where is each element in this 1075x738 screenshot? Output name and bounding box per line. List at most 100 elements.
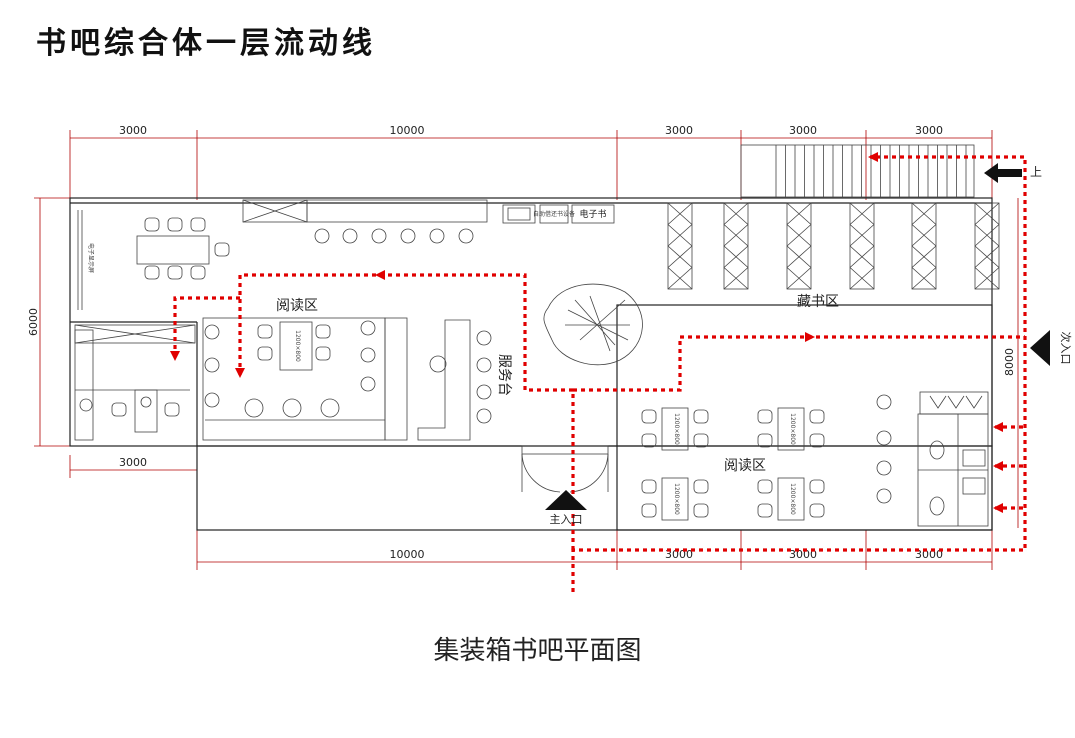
stool xyxy=(476,384,492,400)
device-panel: 自助借还书设备 电子书 xyxy=(502,204,615,224)
chair xyxy=(190,217,206,232)
chair xyxy=(315,346,331,361)
chair xyxy=(693,503,709,518)
stool xyxy=(876,488,892,504)
bottom-dimension-line: 10000 3000 3000 3000 xyxy=(196,530,993,570)
chair xyxy=(757,409,773,424)
bookshelf-group xyxy=(667,202,1000,290)
stool xyxy=(400,228,416,244)
building-walls xyxy=(69,197,993,531)
chair xyxy=(757,503,773,518)
dim-bottom-1: 10000 xyxy=(390,548,425,561)
zone-label-reading-right: 阅读区 xyxy=(724,457,766,474)
stool xyxy=(429,228,445,244)
bookshelf xyxy=(849,202,875,290)
meeting-table xyxy=(136,235,210,265)
stool xyxy=(342,228,358,244)
plan-caption: 集装箱书吧平面图 xyxy=(433,636,642,666)
chair xyxy=(144,217,160,232)
staircase xyxy=(740,144,975,198)
chair xyxy=(693,433,709,448)
chair xyxy=(214,242,230,257)
counter-units xyxy=(74,199,488,344)
side-entrance-label: 次入口 xyxy=(1059,332,1073,365)
basin xyxy=(140,396,152,408)
table xyxy=(279,321,313,371)
stool xyxy=(876,394,892,410)
bookshelf xyxy=(974,202,1000,290)
chair xyxy=(693,479,709,494)
table xyxy=(777,477,805,521)
dim-top-4: 3000 xyxy=(789,124,817,137)
main-entrance-label: 主入口 xyxy=(550,513,583,526)
up-label: 上 xyxy=(1030,165,1042,179)
chair xyxy=(167,217,183,232)
planter-box xyxy=(919,391,989,415)
chair xyxy=(693,409,709,424)
stool xyxy=(204,357,220,373)
chair xyxy=(164,402,180,417)
main-entrance-doors xyxy=(521,445,609,493)
chair xyxy=(757,433,773,448)
mid-left-dimension: 3000 xyxy=(69,455,198,478)
chair xyxy=(641,479,657,494)
circulation-flow xyxy=(170,152,1027,592)
stool xyxy=(244,398,264,418)
chair xyxy=(167,265,183,280)
stool xyxy=(371,228,387,244)
table-size-label: 1200×800 xyxy=(294,330,301,362)
main-entrance-marker: 主入口 xyxy=(545,490,587,526)
book-island xyxy=(543,283,643,366)
dim-top-1: 3000 xyxy=(119,124,147,137)
wall-screen-label: 电子显示屏 xyxy=(87,243,95,273)
stool xyxy=(360,320,376,336)
chair xyxy=(809,409,825,424)
chair xyxy=(111,402,127,417)
bookshelf xyxy=(667,202,693,290)
chair xyxy=(809,433,825,448)
stool xyxy=(360,376,376,392)
bookshelf xyxy=(723,202,749,290)
chair xyxy=(190,265,206,280)
table xyxy=(661,477,689,521)
dim-top-3: 3000 xyxy=(665,124,693,137)
stool xyxy=(476,330,492,346)
table xyxy=(777,407,805,451)
stool xyxy=(476,408,492,424)
restroom-area xyxy=(917,413,989,527)
up-arrow-marker: 上 xyxy=(984,163,1042,183)
right-dimension-line: 8000 xyxy=(1003,198,1019,528)
dim-right-height: 8000 xyxy=(1003,348,1016,376)
dim-top-2: 10000 xyxy=(390,124,425,137)
chair xyxy=(257,324,273,339)
chair xyxy=(641,409,657,424)
dim-bottom-4: 3000 xyxy=(915,548,943,561)
table-size-label: 1200×800 xyxy=(673,413,680,445)
zone-label-stacks: 藏书区 xyxy=(797,294,839,310)
stool xyxy=(360,347,376,363)
stool xyxy=(204,392,220,408)
zone-label-service-desk: 服务台 xyxy=(496,354,512,396)
sink xyxy=(79,398,93,412)
chair xyxy=(641,433,657,448)
chair xyxy=(144,265,160,280)
table-size-label: 1200×800 xyxy=(789,413,796,445)
dim-mid-left: 3000 xyxy=(119,456,147,469)
stool xyxy=(282,398,302,418)
desk xyxy=(134,389,158,433)
table xyxy=(661,407,689,451)
dim-left-height: 6000 xyxy=(27,308,40,336)
stool xyxy=(876,430,892,446)
ebook-label: 电子书 xyxy=(579,208,606,220)
zone-label-reading-left: 阅读区 xyxy=(276,297,318,314)
chair xyxy=(809,503,825,518)
wall-screen: 电子显示屏 xyxy=(77,210,95,310)
page-title: 书吧综合体一层流动线 xyxy=(36,26,376,61)
chair xyxy=(257,346,273,361)
stool xyxy=(204,324,220,340)
top-dimension-line: 3000 10000 3000 3000 3000 xyxy=(69,124,993,200)
table-size-label: 1200×800 xyxy=(789,483,796,515)
chair xyxy=(315,324,331,339)
chair xyxy=(641,503,657,518)
